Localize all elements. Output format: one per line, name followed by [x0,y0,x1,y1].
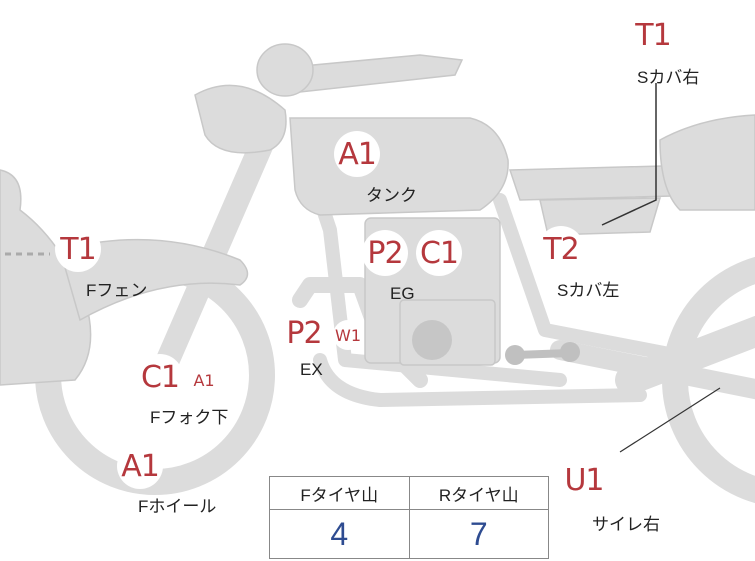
frame-lower [313,353,647,407]
handlebar-grip [256,43,314,97]
fork-damage-code-1: C1 [137,354,183,400]
frame-rear [493,193,707,367]
engine-cover-dot [412,320,452,360]
ex-damage-code-2: W1 [333,320,363,350]
eg-label: EG [390,284,415,303]
muffler-label: サイレ右 [592,515,660,534]
rear-tire-header: Rタイヤ山 [408,476,549,510]
front-tire-value: 4 [269,509,410,559]
fender-damage-code: T1 [55,226,101,272]
muffler [615,315,755,395]
fork-damage-code-2: A1 [189,365,219,395]
muffler-leader [619,387,721,453]
wheel-label: Fホイール [138,497,217,516]
lcover-damage-code: T2 [538,226,584,272]
front-fender [59,238,249,322]
rear-tire-value: 7 [408,509,549,559]
ex-label: EX [300,360,323,379]
muffler-damage-code: U1 [561,457,607,503]
side-cover [539,197,662,236]
lcover-label: Sカバ左 [557,281,620,300]
front-tire-header: Fタイヤ山 [269,476,410,510]
fork-label: Fフォク下 [150,408,229,427]
headlight [194,84,287,154]
rcover-leader [601,83,657,226]
ex-damage-code-1: P2 [281,310,327,356]
tank-label: タンク [366,186,417,205]
tank-damage-code: A1 [334,131,380,177]
eg-damage-code-2: C1 [416,230,462,276]
tire-tread-table: Fタイヤ山 Rタイヤ山 4 7 [269,476,549,559]
wheel-damage-code: A1 [117,443,163,489]
rcover-label: Sカバ右 [637,68,700,87]
rcover-damage-code: T1 [630,12,676,58]
rear-cowl [659,114,755,211]
fender-label: Fフェン [86,281,148,300]
eg-damage-code-1: P2 [362,230,408,276]
